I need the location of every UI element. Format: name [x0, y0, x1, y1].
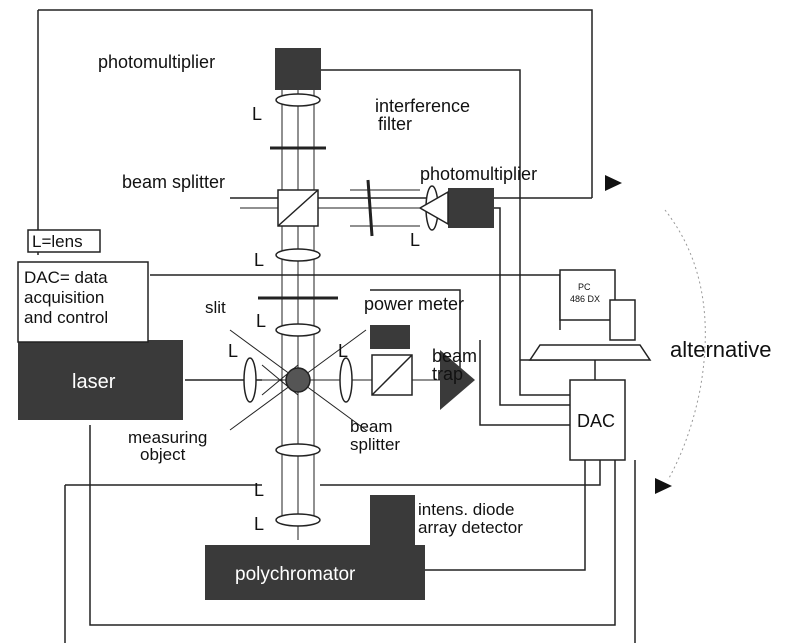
photomultiplier-right-box	[448, 188, 494, 228]
label-photomultiplier-right: photomultiplier	[420, 164, 537, 184]
pc-keyboard	[528, 344, 652, 361]
label-intens-2: array detector	[418, 518, 523, 537]
wire-pm-top-to-dac	[320, 69, 570, 396]
lens-right	[339, 357, 353, 403]
lens-5	[275, 513, 321, 527]
label-lens-legend: L=lens	[32, 232, 83, 251]
components	[18, 48, 494, 600]
label-polychromator: polychromator	[235, 564, 356, 585]
label-pc-1: PC	[578, 282, 591, 292]
label-interference-1: interference	[375, 96, 470, 116]
wire-pm-meter	[370, 289, 461, 380]
lens-label-L4: L	[228, 341, 238, 361]
lens-left	[243, 357, 257, 403]
polychromator-box	[205, 545, 425, 600]
lenses	[243, 93, 439, 527]
wire-top-loop	[38, 9, 593, 198]
lens-3	[275, 323, 321, 337]
label-dac-box: DAC	[577, 411, 615, 431]
arrow-up-alt	[605, 175, 622, 191]
label-pc-2: 486 DX	[570, 294, 600, 304]
lens-label-L6: L	[410, 230, 420, 250]
lens-label-L3: L	[256, 311, 266, 331]
pc-illustration	[528, 269, 652, 361]
pc-monitor	[559, 269, 616, 321]
pm-cone	[418, 190, 449, 226]
label-laser: laser	[72, 371, 116, 393]
photomultiplier-top-box	[275, 48, 321, 90]
pc-tower	[609, 299, 636, 341]
interference-filter-right	[366, 179, 374, 237]
lens-label-L5: L	[338, 341, 348, 361]
dac-box-shape	[569, 379, 626, 461]
dac-legend-box	[17, 261, 149, 343]
alternative-dashed-curve	[664, 209, 706, 481]
wire-laser-bottom	[89, 425, 616, 626]
beam-trap-shape	[440, 350, 475, 410]
label-beam-splitter-top: beam splitter	[122, 172, 225, 192]
label-alternative: alternative	[670, 337, 772, 362]
measuring-object-shape	[285, 367, 311, 393]
power-meter-box	[370, 325, 410, 349]
lens-1	[275, 93, 321, 107]
wire-poly-dac	[425, 460, 586, 571]
lens-label-L7: L	[254, 480, 264, 500]
lens-legend-box	[27, 229, 101, 253]
label-beam-trap-1: beam	[432, 346, 477, 366]
boxes	[17, 229, 626, 461]
laser-box	[18, 340, 183, 420]
label-measuring-object-1: measuring	[128, 428, 207, 447]
beam-splitters	[277, 189, 413, 396]
label-dac-legend-1: DAC= data	[24, 268, 108, 287]
label-measuring-object-2: object	[140, 445, 186, 464]
arrow-down-alt	[655, 478, 672, 494]
label-dac-legend-3: and control	[24, 308, 108, 327]
label-beam-splitter-bottom-1: beam	[350, 417, 393, 436]
filters	[258, 146, 374, 300]
wire-pm-right-to-dac	[478, 207, 570, 406]
wire-trap-dac	[479, 340, 570, 426]
label-beam-splitter-bottom-2: splitter	[350, 435, 400, 454]
label-power-meter: power meter	[364, 294, 464, 314]
label-photomultiplier-top: photomultiplier	[98, 52, 215, 72]
lens-label-L2: L	[254, 250, 264, 270]
label-beam-trap-2: trap	[432, 364, 463, 384]
label-intens-1: intens. diode	[418, 500, 514, 519]
diode-array-box	[370, 495, 415, 550]
label-dac-legend-2: acquisition	[24, 288, 104, 307]
lens-label-L1: L	[252, 104, 262, 124]
lens-2	[275, 248, 321, 262]
lens-4	[275, 443, 321, 457]
label-interference-2: filter	[378, 114, 412, 134]
lens-label-L8: L	[254, 514, 264, 534]
wire-bottom-right-h	[320, 460, 601, 486]
label-slit: slit	[205, 298, 226, 317]
